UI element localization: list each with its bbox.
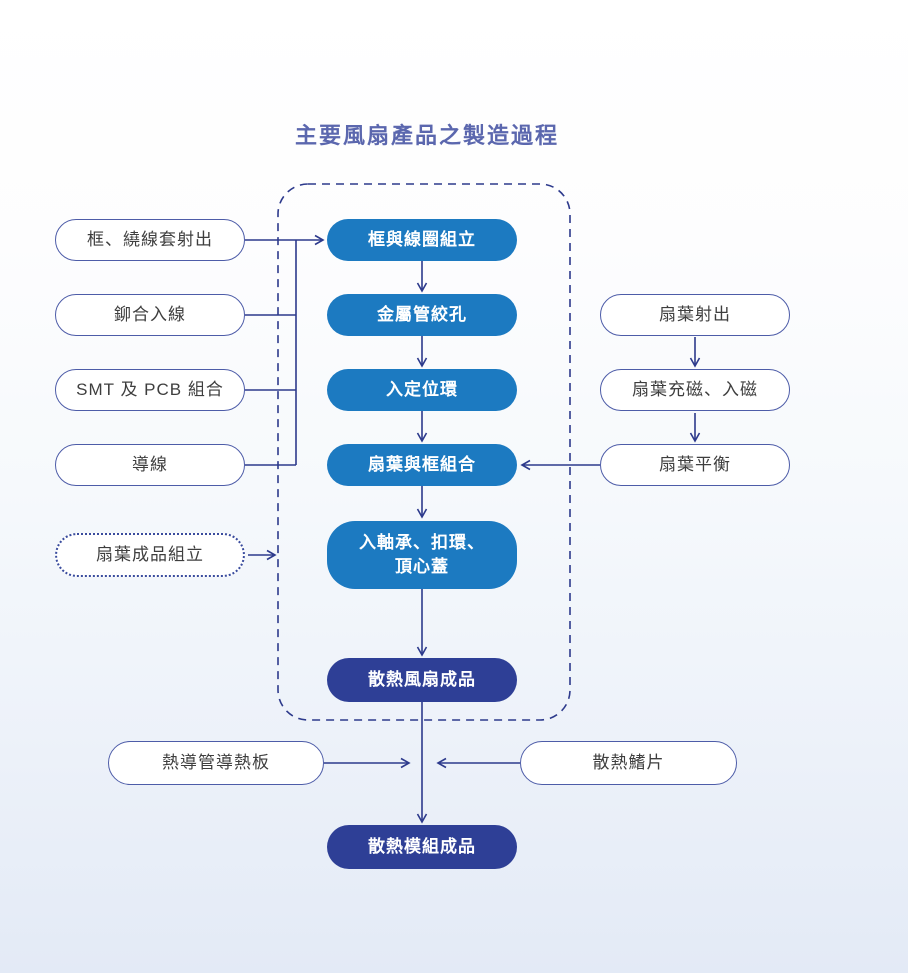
node-heat-pipe-conduction-plate: 熱導管導熱板 bbox=[108, 741, 324, 785]
node-blade-injection: 扇葉射出 bbox=[600, 294, 790, 336]
node-heat-sink-fins: 散熱鰭片 bbox=[520, 741, 737, 785]
node-blade-frame-assembly: 扇葉與框組合 bbox=[327, 444, 517, 486]
node-riveting-wire-insertion: 鉚合入線 bbox=[55, 294, 245, 336]
node-bearing-ring-cap-insertion: 入軸承、扣環、 頂心蓋 bbox=[327, 521, 517, 589]
node-blade-magnetization: 扇葉充磁、入磁 bbox=[600, 369, 790, 411]
node-fan-blade-finished-assembly: 扇葉成品組立 bbox=[55, 533, 245, 577]
node-frame-coil-sleeve-injection: 框、繞線套射出 bbox=[55, 219, 245, 261]
node-smt-pcb-assembly: SMT 及 PCB 組合 bbox=[55, 369, 245, 411]
node-cooling-fan-finished-product: 散熱風扇成品 bbox=[327, 658, 517, 702]
node-lead-wire: 導線 bbox=[55, 444, 245, 486]
page-title: 主要風扇產品之製造過程 bbox=[294, 123, 559, 148]
node-metal-tube-reaming: 金屬管絞孔 bbox=[327, 294, 517, 336]
node-frame-coil-assembly: 框與線圈組立 bbox=[327, 219, 517, 261]
node-blade-balancing: 扇葉平衡 bbox=[600, 444, 790, 486]
node-thermal-module-finished-product: 散熱模組成品 bbox=[327, 825, 517, 869]
node-positioning-ring-insertion: 入定位環 bbox=[327, 369, 517, 411]
